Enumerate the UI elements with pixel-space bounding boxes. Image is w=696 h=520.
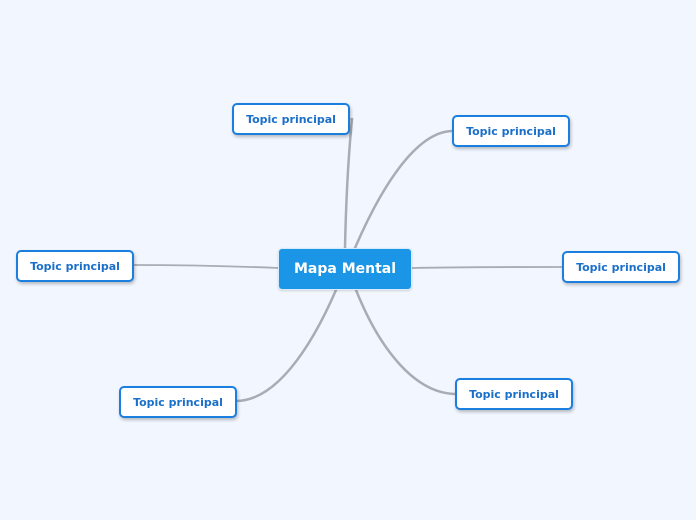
topic-label: Topic principal — [30, 259, 120, 273]
topic-node-right[interactable]: Topic principal — [562, 251, 680, 283]
topic-node-left[interactable]: Topic principal — [16, 250, 134, 282]
connector-bottom-right — [354, 288, 457, 396]
connector-left — [132, 264, 279, 269]
topic-node-bottom-left[interactable]: Topic principal — [119, 386, 237, 418]
topic-node-top-right[interactable]: Topic principal — [452, 115, 570, 147]
topic-label: Topic principal — [133, 395, 223, 409]
topic-node-top-left[interactable]: Topic principal — [232, 103, 350, 135]
topic-label: Topic principal — [576, 260, 666, 274]
topic-label: Topic principal — [246, 112, 336, 126]
topic-label: Topic principal — [466, 124, 556, 138]
connector-top-right — [353, 129, 454, 250]
connector-bottom-left — [234, 288, 338, 403]
connector-right — [411, 266, 563, 269]
connector-top-left — [343, 117, 354, 250]
topic-node-bottom-right[interactable]: Topic principal — [455, 378, 573, 410]
central-topic-node[interactable]: Mapa Mental — [278, 248, 412, 290]
topic-label: Topic principal — [469, 387, 559, 401]
central-topic-label: Mapa Mental — [293, 261, 397, 277]
